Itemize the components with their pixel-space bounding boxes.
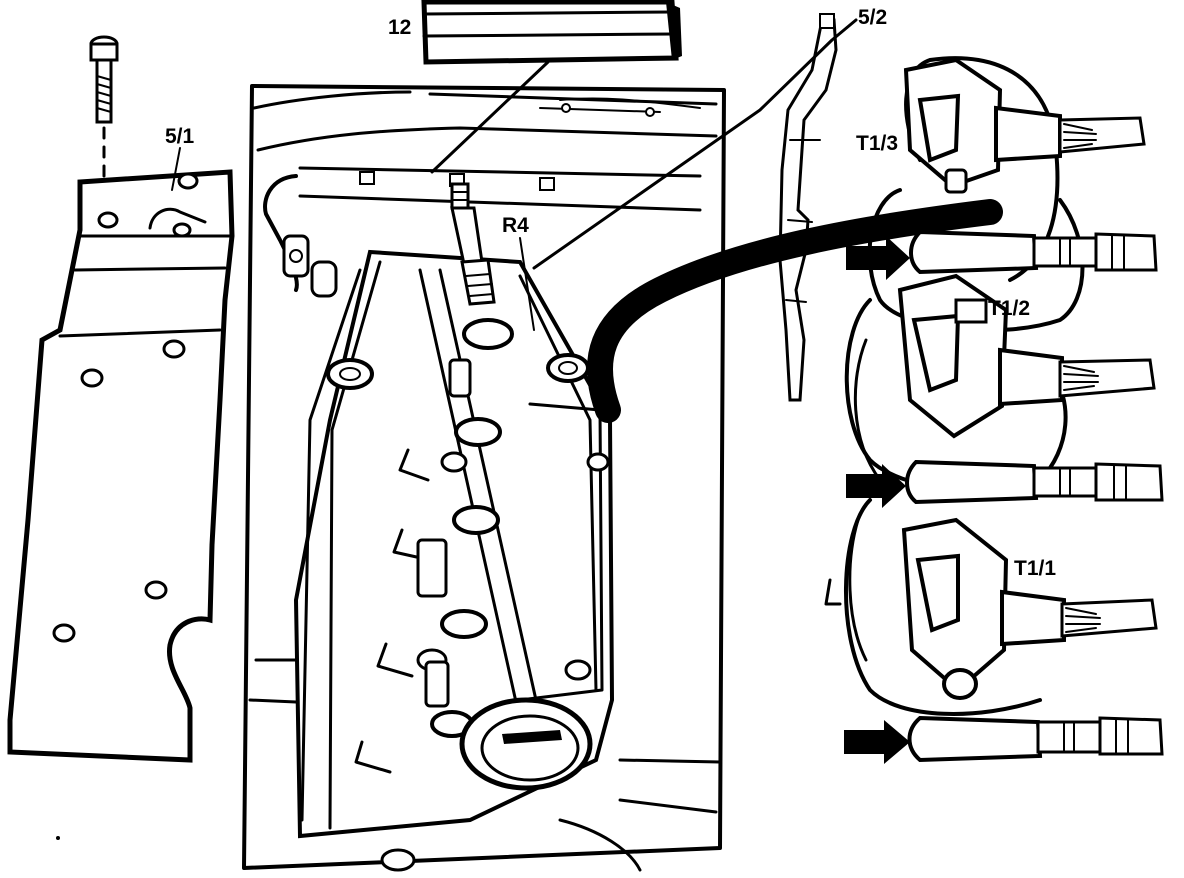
label-t1-2: T1/2	[988, 297, 1030, 320]
engine-compartment	[242, 84, 726, 872]
plug-connector-5-2	[778, 13, 838, 402]
spark-plug-r4	[450, 182, 496, 306]
engine-cover-plate	[7, 169, 235, 763]
solid-arrow-right-icon	[844, 720, 910, 764]
label-t1-3: T1/3	[856, 132, 898, 155]
label-t1-1: T1/1	[1014, 557, 1056, 580]
tool-12	[421, 0, 682, 65]
solid-arrow-right-icon	[846, 236, 910, 280]
label-5-1: 5/1	[165, 125, 195, 148]
label-r4: R4	[502, 214, 529, 237]
label-5-2: 5/2	[858, 6, 887, 29]
label-12: 12	[388, 16, 411, 39]
ignition-coil-assembly	[824, 56, 1164, 763]
solid-arrow-right-icon	[846, 464, 906, 508]
